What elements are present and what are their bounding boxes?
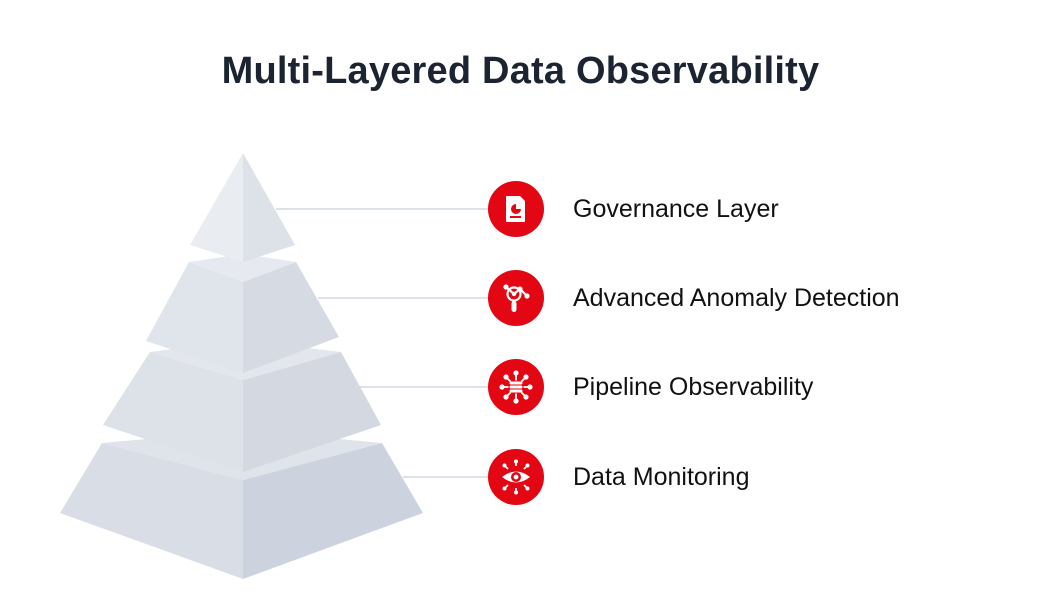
pyramid-tier-anomaly (146, 254, 339, 373)
layer-item-pipeline-observability: Pipeline Observability (488, 359, 813, 415)
pyramid-tier-governance (190, 153, 295, 262)
layer-item-data-monitoring: Data Monitoring (488, 449, 749, 505)
layer-label: Advanced Anomaly Detection (573, 283, 900, 312)
layer-label: Data Monitoring (573, 462, 750, 491)
document-chart-icon (488, 181, 544, 237)
connector-lines (276, 208, 492, 478)
page-title: Multi-Layered Data Observability (221, 50, 820, 92)
layer-label: Pipeline Observability (573, 372, 814, 401)
database-hub-icon (488, 359, 544, 415)
anomaly-network-magnifier-icon (488, 270, 544, 326)
layer-item-anomaly-detection: Advanced Anomaly Detection (488, 270, 900, 326)
layer-label: Governance Layer (573, 194, 779, 223)
eye-monitoring-icon (488, 449, 544, 505)
layer-item-governance: Governance Layer (488, 181, 779, 237)
